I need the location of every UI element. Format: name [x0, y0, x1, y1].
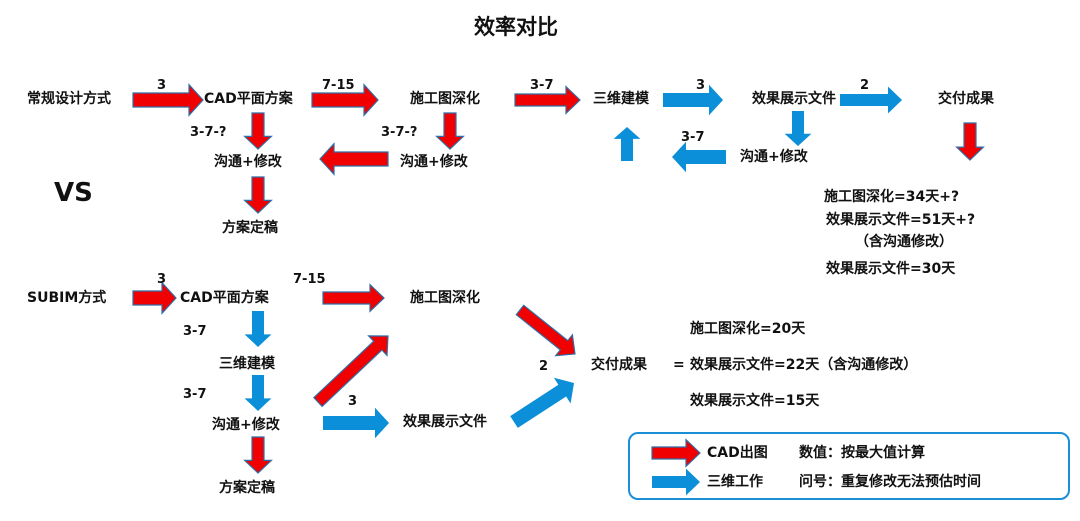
label-subim-cad-to-construction: 7-15: [293, 272, 326, 287]
label-trad-modeling-to-render: 3: [696, 78, 706, 93]
legend-cad-label: CAD出图: [707, 445, 768, 461]
label-subim-modeling-to-revise: 3-7: [183, 387, 207, 402]
arrow-subim-modeling-to-revise: [244, 375, 272, 411]
traditional-delivery-node: 交付成果: [938, 91, 994, 107]
arrow-trad-cad-to-final: [243, 176, 273, 214]
label-trad-render-to-delivery: 2: [860, 78, 870, 93]
arrow-subim-start-to-cad: [132, 281, 177, 315]
arrow-subim-cad-to-construction: [322, 283, 385, 313]
arrow-trad-render-to-revise3: [784, 111, 812, 146]
traditional-construction-node: 施工图深化: [410, 91, 480, 107]
trad-summary-line-3: （含沟通修改）: [855, 234, 953, 250]
legend-model-label: 三维工作: [707, 474, 763, 490]
arrow-trad-cad-to-revise: [243, 112, 273, 150]
arrow-subim-revise-to-render: [323, 407, 389, 439]
subim-cad-plan-node: CAD平面方案: [180, 290, 269, 306]
traditional-start-node: 常规设计方式: [27, 91, 111, 107]
label-subim-to-delivery: 2: [539, 359, 549, 374]
label-trad-cad-to-revise: 3-7-?: [190, 125, 227, 140]
label-trad-start-to-cad: 3: [157, 78, 167, 93]
label-subim-start-to-cad: 3: [157, 272, 167, 287]
traditional-cad-plan-node: CAD平面方案: [204, 91, 293, 107]
traditional-modeling-node: 三维建模: [593, 91, 649, 107]
subim-modeling-node: 三维建模: [219, 356, 275, 372]
arrow-trad-revise3-to-left: [672, 141, 726, 173]
label-trad-construction-to-revise: 3-7-?: [381, 125, 418, 140]
traditional-render-node: 效果展示文件: [752, 91, 836, 107]
subim-summary-line-1: 施工图深化=20天: [690, 321, 806, 337]
trad-summary-line-1: 施工图深化=34天+?: [824, 189, 960, 205]
subim-final-plan-node: 方案定稿: [219, 480, 275, 496]
subim-revise-node: 沟通+修改: [212, 417, 280, 433]
arrow-subim-cad-to-modeling: [244, 311, 272, 347]
traditional-final-plan-node: 方案定稿: [222, 220, 278, 236]
arrow-subim-render-to-delivery: [510, 377, 574, 428]
legend-cad-arrow: [651, 438, 701, 468]
arrow-subim-revise-to-final: [243, 436, 273, 474]
traditional-revise-node-1: 沟通+修改: [214, 154, 282, 170]
arrow-trad-render-to-delivery: [840, 86, 902, 114]
subim-render-node: 效果展示文件: [403, 414, 487, 430]
label-subim-revise-to-render: 3: [348, 394, 358, 409]
legend-box: [628, 432, 1070, 500]
arrow-trad-up-to-modeling: [613, 127, 641, 161]
arrow-trad-start-to-cad: [132, 83, 204, 117]
arrow-trad-construction-to-modeling: [514, 85, 581, 115]
arrow-trad-cad-to-construction: [311, 83, 379, 117]
vs-label: VS: [54, 178, 93, 208]
traditional-revise-node-2: 沟通+修改: [400, 154, 468, 170]
subim-delivery-node: 交付成果: [591, 357, 647, 373]
legend-model-arrow: [652, 468, 700, 496]
label-trad-revise-to-modeling: 3-7: [681, 130, 705, 145]
arrow-subim-revise-to-construction: [313, 335, 389, 408]
trad-summary-line-2: 效果展示文件=51天+?: [826, 212, 976, 228]
arrow-trad-modeling-to-render: [663, 84, 723, 116]
equals-sign: =: [673, 357, 685, 373]
legend-note-2: 问号：重复修改无法预估时间: [799, 474, 981, 490]
page-title: 效率对比: [474, 15, 558, 39]
label-trad-cad-to-construction: 7-15: [322, 78, 355, 93]
subim-summary-line-2: 效果展示文件=22天（含沟通修改）: [690, 357, 918, 373]
traditional-revise-node-3: 沟通+修改: [740, 149, 808, 165]
arrow-trad-delivery-down: [955, 122, 985, 161]
subim-summary-line-3: 效果展示文件=15天: [690, 393, 820, 409]
subim-construction-node: 施工图深化: [410, 290, 480, 306]
arrow-trad-construction-to-revise: [435, 112, 465, 150]
legend-note-1: 数值：按最大值计算: [799, 445, 925, 461]
subim-start-node: SUBIM方式: [27, 290, 107, 306]
trad-summary-line-4: 效果展示文件=30天: [826, 261, 956, 277]
label-trad-construction-to-modeling: 3-7: [530, 78, 554, 93]
arrow-trad-revise-to-revise: [319, 142, 389, 176]
arrow-subim-construction-to-delivery: [515, 304, 576, 357]
label-subim-cad-to-modeling: 3-7: [183, 324, 207, 339]
